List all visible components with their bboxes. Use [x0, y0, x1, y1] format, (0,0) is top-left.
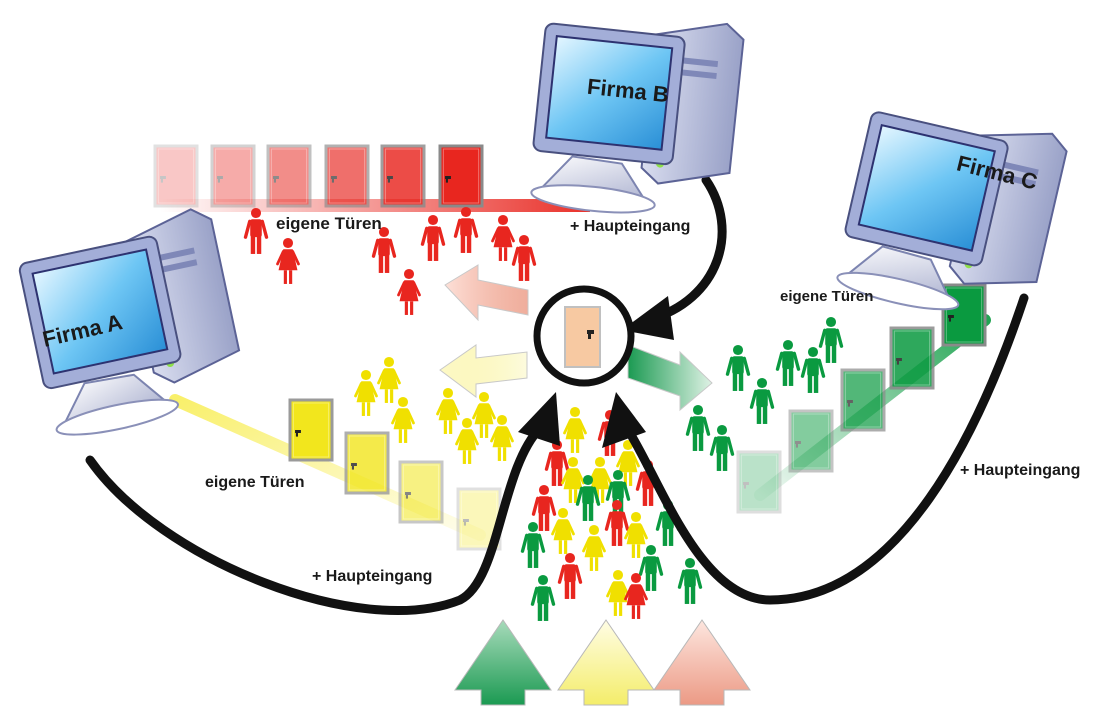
door-a-3 — [398, 460, 444, 524]
person-green-3 — [800, 346, 826, 393]
person-yellow-6 — [472, 391, 496, 438]
person-yellow-5 — [455, 417, 479, 464]
crowd-person-12 — [604, 499, 630, 546]
up-arrow-red — [653, 619, 751, 706]
person-yellow-2 — [377, 356, 401, 403]
crowd-person-9 — [531, 484, 557, 531]
door-a-1 — [288, 398, 334, 462]
crowd-person-19 — [530, 574, 556, 621]
crowd-person-10 — [575, 474, 601, 521]
door-b-4 — [324, 144, 370, 208]
crowd-person-20 — [606, 569, 630, 616]
computer-firma-c — [836, 111, 1068, 311]
person-red-4 — [397, 268, 421, 315]
computer-firma-b — [530, 22, 745, 214]
door-b-5 — [380, 144, 426, 208]
person-yellow-1 — [354, 369, 378, 416]
crowd-person-18 — [557, 552, 583, 599]
person-red-1 — [243, 207, 269, 254]
crowd-person-11 — [551, 507, 575, 554]
crowd-person-5 — [561, 456, 585, 503]
crowd-person-16 — [582, 524, 606, 571]
door-a-2 — [344, 431, 390, 495]
person-red-5 — [420, 214, 446, 261]
crowd-person-4 — [616, 439, 640, 486]
person-red-7 — [491, 214, 515, 261]
door-c-5 — [736, 450, 782, 514]
person-red-6 — [453, 206, 479, 253]
person-green-1 — [818, 316, 844, 363]
own-doors-label-c: eigene Türen — [780, 288, 874, 305]
person-yellow-4 — [436, 387, 460, 434]
person-green-2 — [775, 339, 801, 386]
own-doors-label-b: eigene Türen — [276, 214, 382, 233]
door-c-2 — [889, 326, 935, 390]
door-b-6 — [438, 144, 484, 208]
door-b-3 — [266, 144, 312, 208]
crowd-person-13 — [624, 511, 648, 558]
person-red-3 — [371, 226, 397, 273]
up-arrow-yellow — [557, 619, 655, 706]
main-entrance-label-a: + Haupteingang — [312, 568, 433, 585]
main-entrance-label-b: + Haupteingang — [570, 218, 691, 235]
door-c-1 — [941, 283, 987, 347]
main-entrance-arrowhead-c — [602, 392, 646, 448]
main-entrance-door — [533, 285, 635, 387]
own-doors-label-a: eigene Türen — [205, 474, 305, 491]
person-yellow-7 — [490, 414, 514, 461]
main-entrance-arrow-a — [85, 423, 545, 616]
crowd-person-15 — [520, 521, 546, 568]
door-b-1 — [153, 144, 199, 208]
crowd-person-17 — [638, 544, 664, 591]
person-green-7 — [709, 424, 735, 471]
person-red-8 — [511, 234, 537, 281]
person-yellow-3 — [391, 396, 415, 443]
computer-firma-a — [18, 208, 241, 436]
main-entrance-arrowhead-a — [518, 392, 560, 446]
crowd-person-22 — [677, 557, 703, 604]
door-c-3 — [840, 368, 886, 432]
arrow-to-a-doors — [439, 344, 528, 398]
arrow-to-b-doors — [444, 264, 529, 322]
main-entrance-arrowhead-b — [622, 296, 674, 340]
arrow-to-c-doors — [627, 344, 713, 412]
crowd-person-1 — [563, 406, 587, 453]
door-b-2 — [210, 144, 256, 208]
person-green-6 — [685, 404, 711, 451]
person-red-2 — [276, 237, 300, 284]
person-green-5 — [749, 377, 775, 424]
main-entrance-arrow-b — [643, 175, 727, 325]
crowd-person-21 — [624, 572, 648, 619]
up-arrow-green — [454, 619, 552, 706]
person-green-4 — [725, 344, 751, 391]
main-entrance-arrow-c — [623, 293, 1029, 605]
main-entrance-label-c: + Haupteingang — [960, 462, 1081, 479]
door-c-4 — [788, 409, 834, 473]
